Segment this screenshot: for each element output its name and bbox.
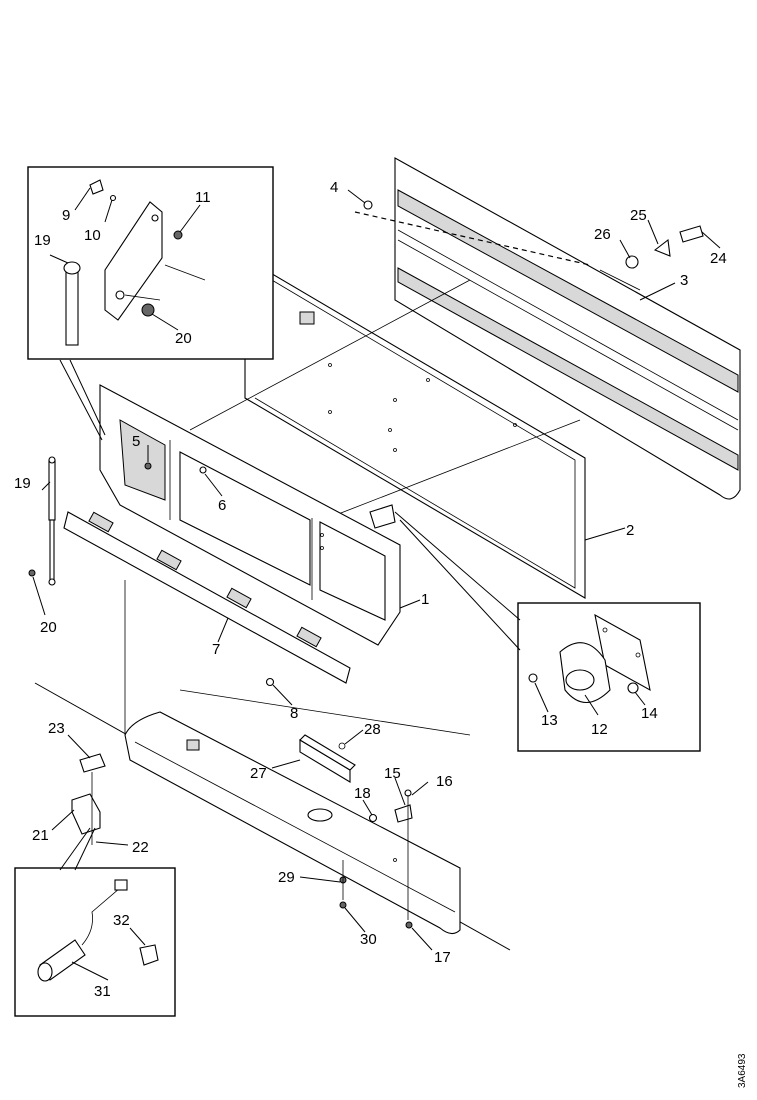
callout-8: 8 [290, 705, 298, 722]
callout-12: 12 [591, 721, 608, 738]
part-21-23-bracket [71, 753, 106, 845]
callout-2: 2 [626, 522, 634, 539]
callout-20-inset: 20 [175, 330, 192, 347]
part-1-frame [99, 384, 401, 646]
callout-21: 21 [32, 827, 49, 844]
callout-28: 28 [364, 721, 381, 738]
callout-13: 13 [541, 712, 558, 729]
inset-right [517, 602, 701, 752]
fastener-path [354, 211, 591, 266]
callout-19: 19 [14, 475, 31, 492]
inset-leader [59, 827, 91, 871]
reference-code: 3A6493 [737, 1053, 748, 1088]
inset-leader [59, 359, 103, 441]
bed-body [34, 580, 511, 951]
callout-16: 16 [436, 773, 453, 790]
alignment-line [309, 419, 581, 526]
inset-leader [69, 359, 106, 436]
callout-7: 7 [212, 641, 220, 658]
inset-leader [74, 827, 96, 871]
callout-10: 10 [84, 227, 101, 244]
inset-top-left [27, 166, 274, 360]
callout-25: 25 [630, 207, 647, 224]
callout-15: 15 [384, 765, 401, 782]
inset-leader [399, 519, 521, 651]
part-3-rear-panel [394, 157, 741, 500]
part-19-gas-strut [28, 456, 56, 586]
callout-18: 18 [354, 785, 371, 802]
part-7-hinge-strip [63, 511, 351, 684]
part-27-bracket [299, 734, 356, 783]
callout-26: 26 [594, 226, 611, 243]
callout-1: 1 [421, 591, 429, 608]
callout-29: 29 [278, 869, 295, 886]
callout-4: 4 [330, 179, 338, 196]
callout-31: 31 [94, 983, 111, 1000]
callout-5: 5 [132, 433, 140, 450]
callout-27: 27 [250, 765, 267, 782]
callout-32: 32 [113, 912, 130, 929]
callout-11: 11 [195, 189, 211, 206]
callout-14: 14 [641, 705, 658, 722]
inset-bottom-left [14, 867, 176, 1017]
callout-9: 9 [62, 207, 70, 224]
callout-24: 24 [710, 250, 727, 267]
callout-20: 20 [40, 619, 57, 636]
callout-3: 3 [680, 272, 688, 289]
callout-6: 6 [218, 497, 226, 514]
inset-leader [394, 511, 521, 621]
callout-17: 17 [434, 949, 451, 966]
callout-23: 23 [48, 720, 65, 737]
callout-labels: 4 9 10 11 19 20 5 6 1 2 3 24 25 26 19 20… [14, 179, 727, 1000]
alignment-line [189, 279, 471, 431]
callout-30: 30 [360, 931, 377, 948]
callout-22: 22 [132, 839, 149, 856]
callout-19-inset: 19 [34, 232, 51, 249]
fasteners [265, 200, 704, 929]
part-2-panel [244, 257, 586, 599]
callout-leaders [32, 187, 721, 981]
